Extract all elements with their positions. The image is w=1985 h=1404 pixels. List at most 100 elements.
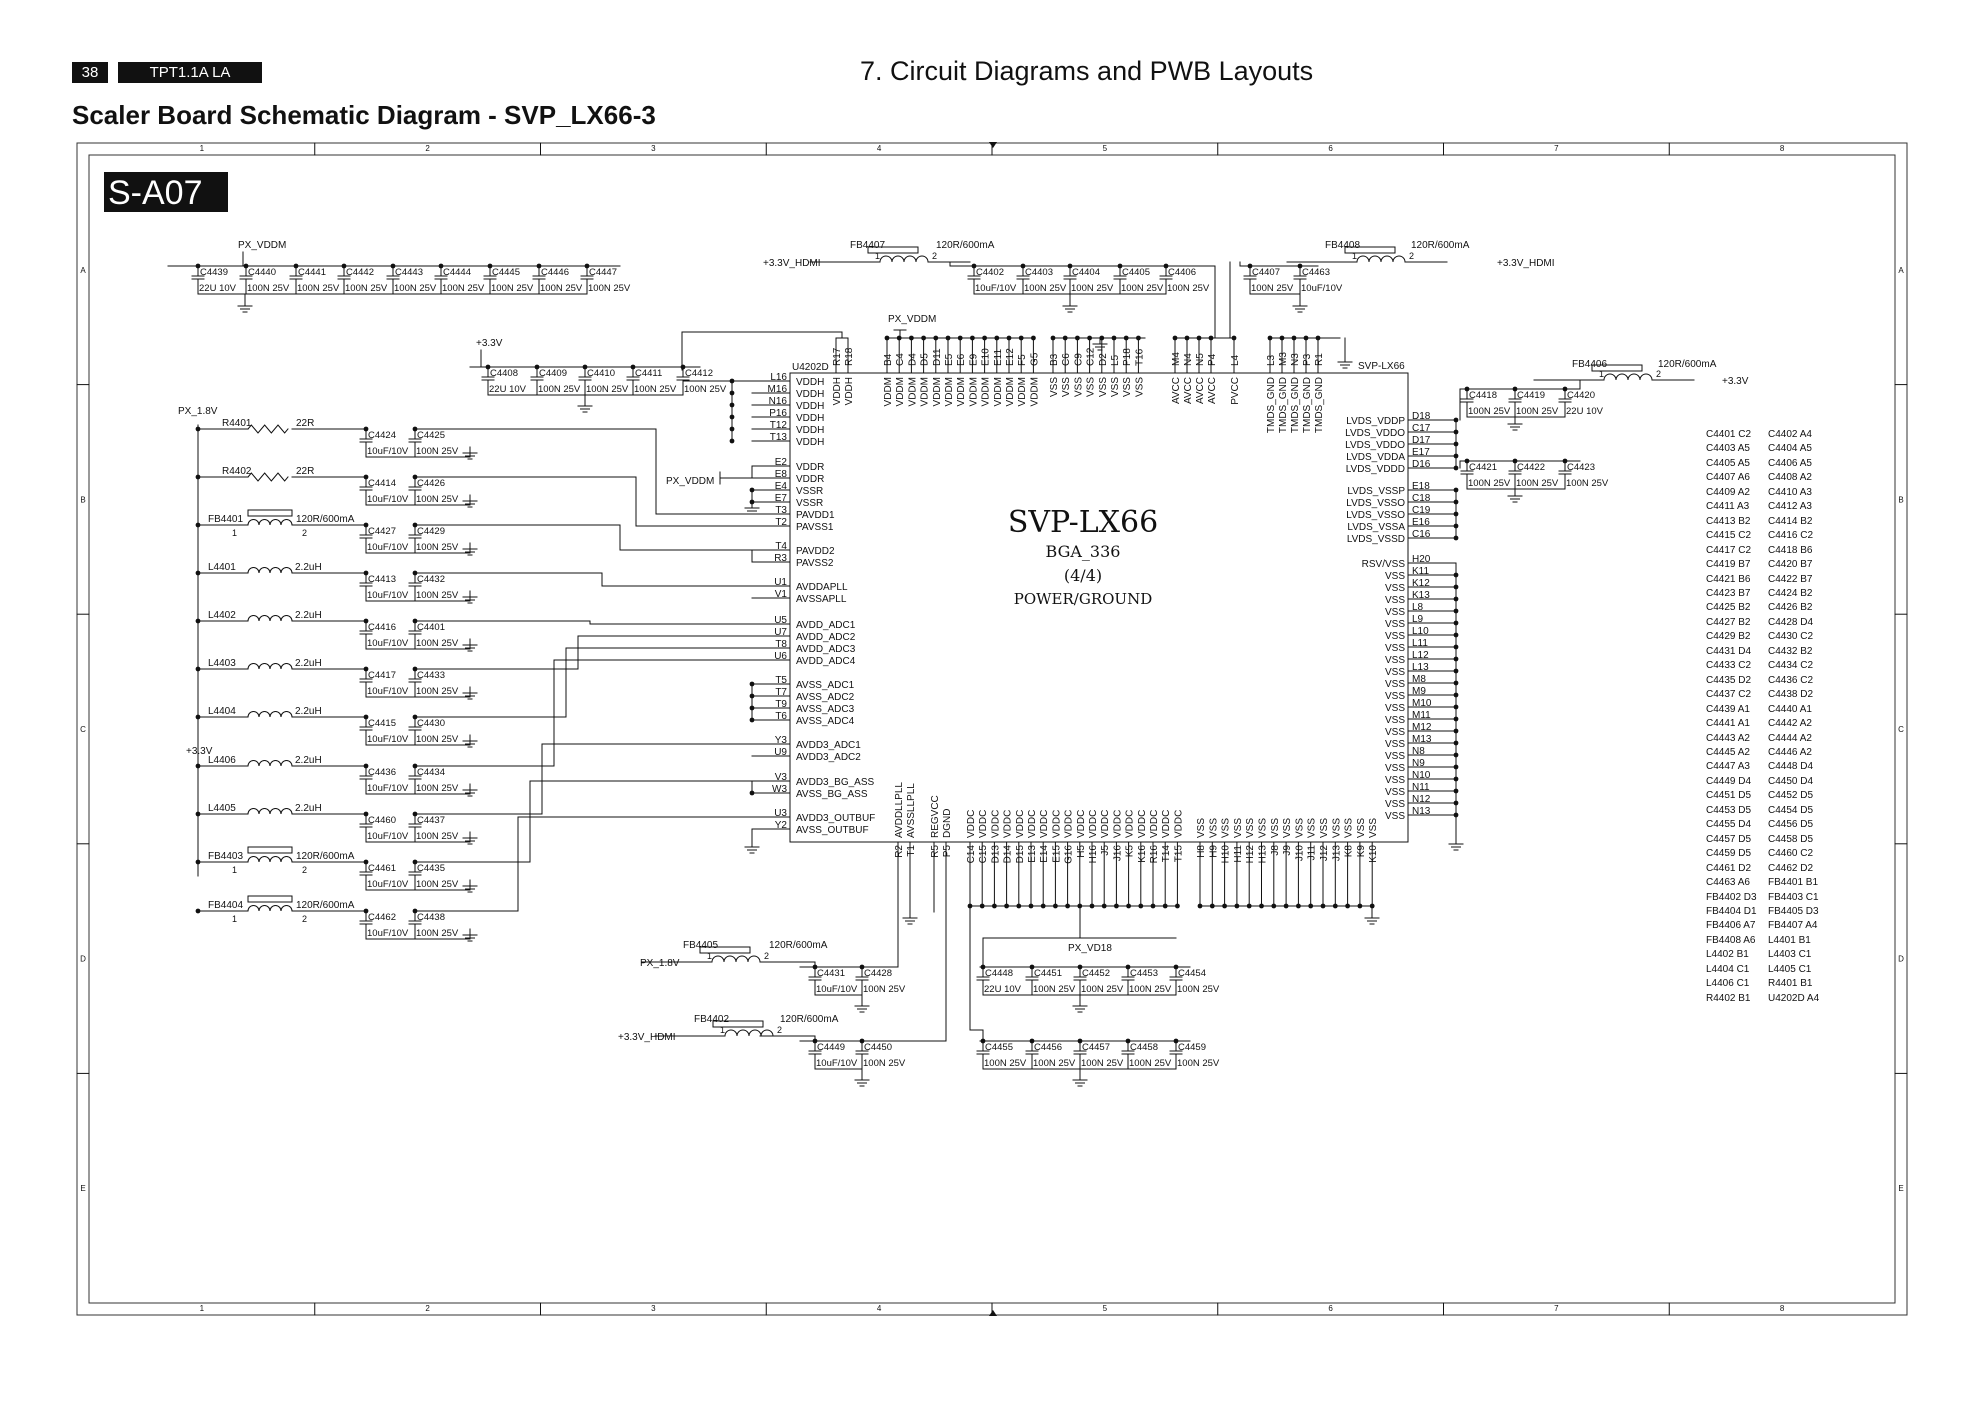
cap-ref: C4451: [1034, 968, 1062, 979]
junction-dot: [1075, 335, 1080, 341]
pin-number: N9: [1412, 758, 1425, 769]
location-index-entry: C4456 D5: [1768, 819, 1814, 831]
junction-dot: [1016, 903, 1022, 909]
pin-number: M12: [1412, 722, 1432, 733]
junction-dot: [884, 335, 890, 341]
pin-number: T15: [1173, 845, 1184, 863]
pin-number: J9: [1282, 845, 1293, 856]
pin-number: R2: [894, 845, 905, 858]
pin-name: VSS: [1110, 377, 1121, 397]
pin-name: DGND: [942, 809, 953, 838]
column-marker: 6: [1328, 1304, 1333, 1313]
pin-number: L4: [1230, 354, 1241, 366]
cap-ref: C4448: [985, 968, 1013, 979]
pin-name: VDDR: [796, 462, 824, 473]
cap-value: 10uF/10V: [367, 879, 409, 890]
junction-dot: [1453, 584, 1459, 590]
ferrite-coil: [1603, 373, 1653, 381]
pin-name: LVDS_VSSO: [1346, 510, 1405, 521]
cap-ref: C4428: [864, 968, 892, 979]
pin-number: D16: [1412, 459, 1431, 470]
junction-dot: [1453, 429, 1459, 435]
junction-dot: [1357, 903, 1363, 909]
pin-name: VSS: [1294, 818, 1305, 838]
filter-value: 2.2uH: [295, 658, 322, 669]
junction-dot: [1040, 903, 1046, 909]
location-index-entry: L4406 C1: [1706, 978, 1750, 990]
pin-name: VSS: [1385, 667, 1405, 678]
ferrite-bead: [247, 895, 293, 903]
pin-number: C6: [1061, 353, 1072, 366]
pin-name: VDDH: [796, 377, 824, 388]
pin-name: VDDC: [1161, 810, 1172, 838]
ferrite-value: 120R/600mA: [1658, 359, 1717, 370]
cap-ref: C4446: [541, 267, 569, 278]
junction-dot: [1031, 335, 1036, 341]
junction-dot: [1453, 535, 1459, 541]
junction-dot: [1267, 335, 1273, 341]
pin-1-label: 1: [232, 528, 237, 538]
junction-dot: [1453, 668, 1459, 674]
junction-dot: [1099, 335, 1105, 341]
pin-number: E11: [993, 349, 1004, 366]
junction-dot: [749, 487, 755, 493]
cap-value: 10uF/10V: [367, 638, 409, 649]
junction-dot: [957, 335, 963, 341]
inductor: [247, 808, 293, 815]
column-marker: 3: [651, 144, 656, 153]
pin-1-label: 1: [232, 865, 237, 875]
pin-number: J8: [1270, 845, 1281, 856]
row-marker: D: [80, 955, 86, 964]
chip-ref: U4202D: [792, 362, 829, 373]
ferrite-coil: [879, 255, 929, 263]
pin-number: K11: [1412, 566, 1429, 577]
pin-name: VDDM: [932, 377, 943, 406]
pin-number: B4: [883, 353, 894, 366]
ferrite-bead: [712, 1020, 764, 1028]
junction-dot: [1197, 903, 1203, 909]
cap-ref: C4458: [1130, 1042, 1158, 1053]
cap-value: 100N 25V: [634, 384, 677, 395]
pin-number: R3: [774, 553, 787, 564]
pin-name: VDDM: [1029, 377, 1040, 406]
pin-name: VDDC: [1015, 810, 1026, 838]
cap-ref: C4449: [817, 1042, 845, 1053]
ferrite-ref: FB4407: [850, 240, 885, 251]
cap-value: 100N 25V: [1129, 984, 1172, 995]
pin-number: K13: [1412, 590, 1430, 601]
pin-number: M13: [1412, 734, 1432, 745]
pin-1-label: 1: [720, 1025, 725, 1035]
sheet-border: [76, 142, 1908, 1316]
junction-dot: [729, 414, 735, 420]
cap-ref: C4463: [1302, 267, 1330, 278]
junction-dot: [1136, 335, 1141, 341]
pin-number: E7: [775, 493, 788, 504]
cap-ref: C4457: [1082, 1042, 1110, 1053]
cap-ref: C4408: [490, 368, 518, 379]
row-marker: B: [80, 495, 85, 504]
cap-ref: C4456: [1034, 1042, 1062, 1053]
pin-name: VDDC: [1088, 810, 1099, 838]
junction-dot: [945, 335, 951, 341]
cap-value: 100N 25V: [1121, 283, 1164, 294]
junction-dot: [1453, 417, 1459, 423]
pin-name: VDDC: [1051, 810, 1062, 838]
junction-dot: [1089, 903, 1095, 909]
cap-value: 100N 25V: [1129, 1058, 1172, 1069]
filter-ref: L4401: [208, 562, 236, 573]
ferrite-bead: [699, 946, 751, 954]
pin-name: LVDS_VSSA: [1347, 522, 1405, 533]
location-index-entry: C4418 B6: [1768, 544, 1813, 556]
cap-ref: C4459: [1178, 1042, 1206, 1053]
pin-2-label: 2: [932, 251, 937, 261]
pin-name: VSS: [1385, 811, 1405, 822]
cap-value: 100N 25V: [1167, 283, 1210, 294]
pin-2-label: 2: [302, 865, 307, 875]
cap-value: 100N 25V: [416, 879, 459, 890]
cap-ref: C4442: [346, 267, 374, 278]
pin-number: Y2: [775, 820, 788, 831]
pin-number: M10: [1412, 698, 1432, 709]
junction-dot: [1453, 620, 1459, 626]
